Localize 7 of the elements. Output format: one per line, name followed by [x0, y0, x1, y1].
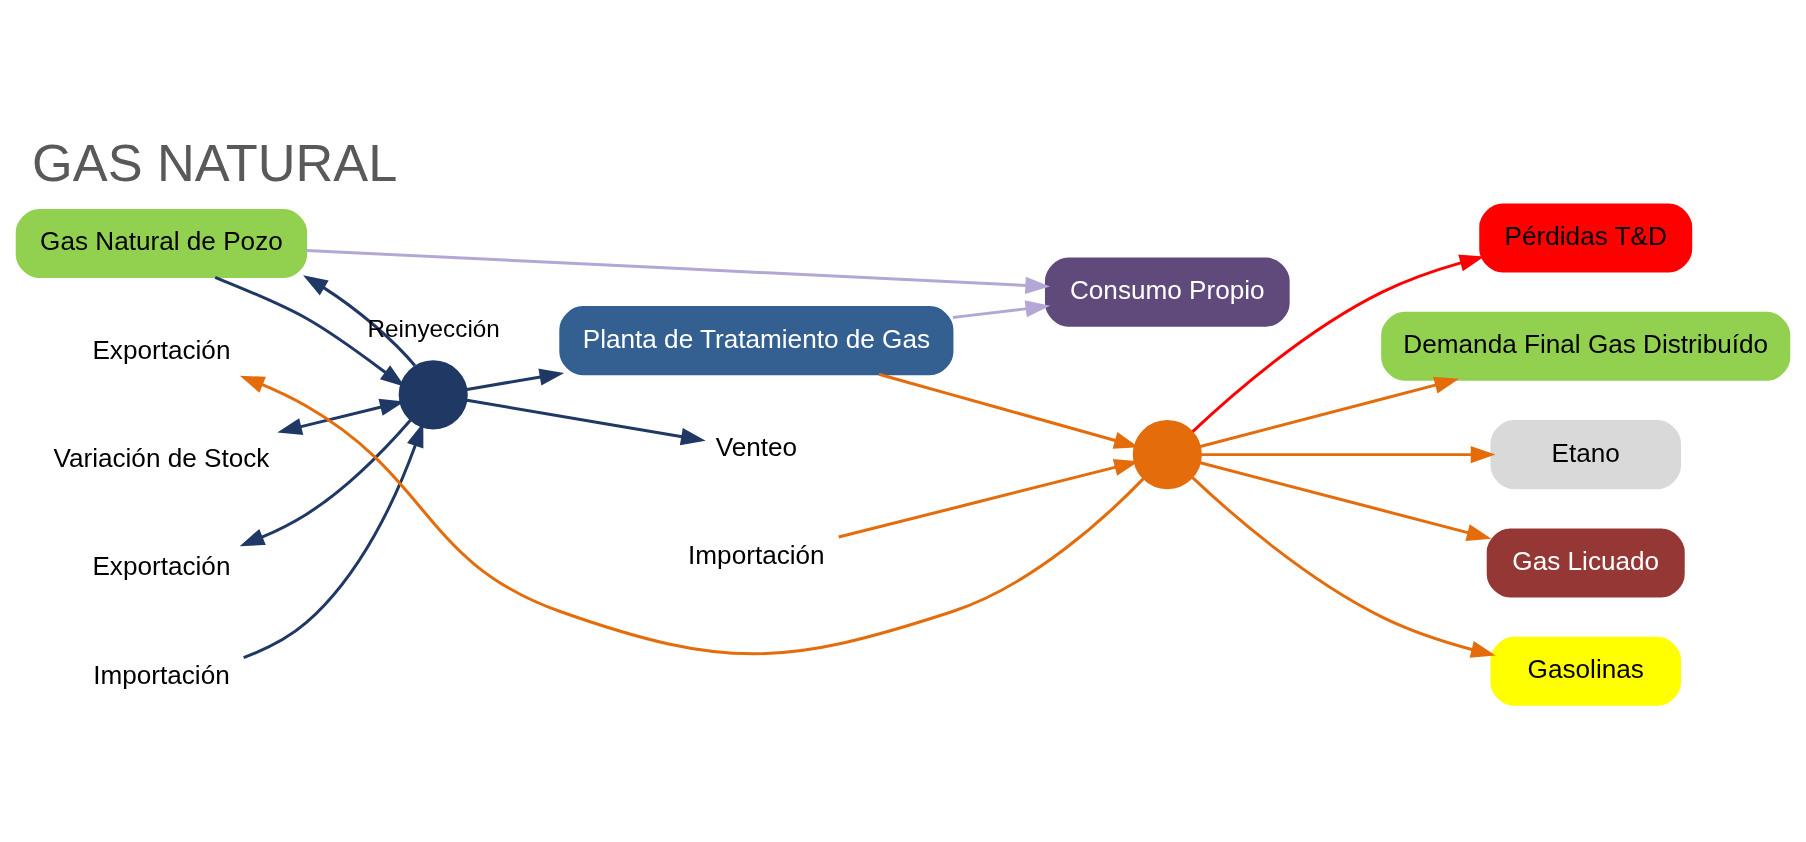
node-text: Exportación	[92, 551, 231, 582]
node-text: Exportación	[92, 334, 231, 365]
node-text: Importación	[93, 659, 230, 690]
node-text: Venteo	[715, 431, 798, 462]
node-text: Variación de Stock	[53, 443, 270, 474]
node-text: Importación	[688, 540, 825, 571]
diagram-title: GAS NATURAL	[32, 133, 398, 192]
